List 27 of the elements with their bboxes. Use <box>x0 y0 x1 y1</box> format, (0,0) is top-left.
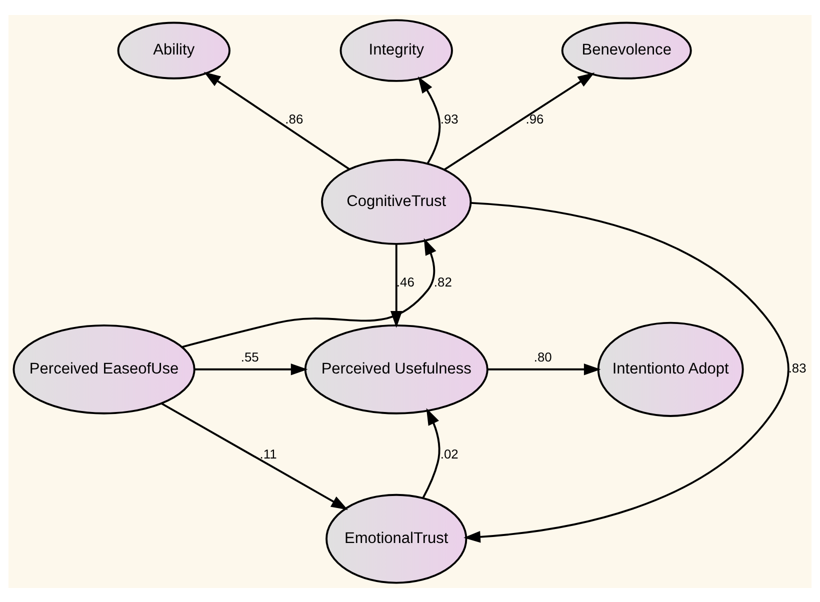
arrow <box>204 71 350 170</box>
edge-label: .80 <box>534 349 552 364</box>
arrow <box>488 363 601 375</box>
arrow <box>418 76 441 164</box>
arrow <box>160 402 348 510</box>
node-ellipse: EmotionalTrust <box>326 493 468 584</box>
arrow <box>194 363 308 375</box>
edge-label: .86 <box>285 111 304 126</box>
node-ellipse: Integrity <box>340 18 453 82</box>
edge-label: .46 <box>396 274 414 290</box>
edge-label: .83 <box>788 360 806 376</box>
node-ellipse: Perceived Usefulness <box>304 324 488 414</box>
arrow <box>182 238 436 348</box>
arrow <box>464 201 790 542</box>
arrow <box>444 72 595 170</box>
node-ellipse: Intentionto Adopt <box>597 321 744 416</box>
node-ellipse: CognitiveTrust <box>321 158 472 244</box>
edge-label: .96 <box>526 111 544 126</box>
edge-label: .93 <box>440 111 458 126</box>
edge-label: .11 <box>260 446 277 462</box>
edge-label: .02 <box>440 446 458 462</box>
node-ellipse: Perceived EaseofUse <box>12 324 196 414</box>
arrow <box>422 408 440 498</box>
node-ellipse: Ability <box>117 21 230 79</box>
node-ellipse: Benevolence <box>561 21 692 79</box>
edge-label: .55 <box>240 349 259 364</box>
edge-label: .82 <box>434 274 452 290</box>
